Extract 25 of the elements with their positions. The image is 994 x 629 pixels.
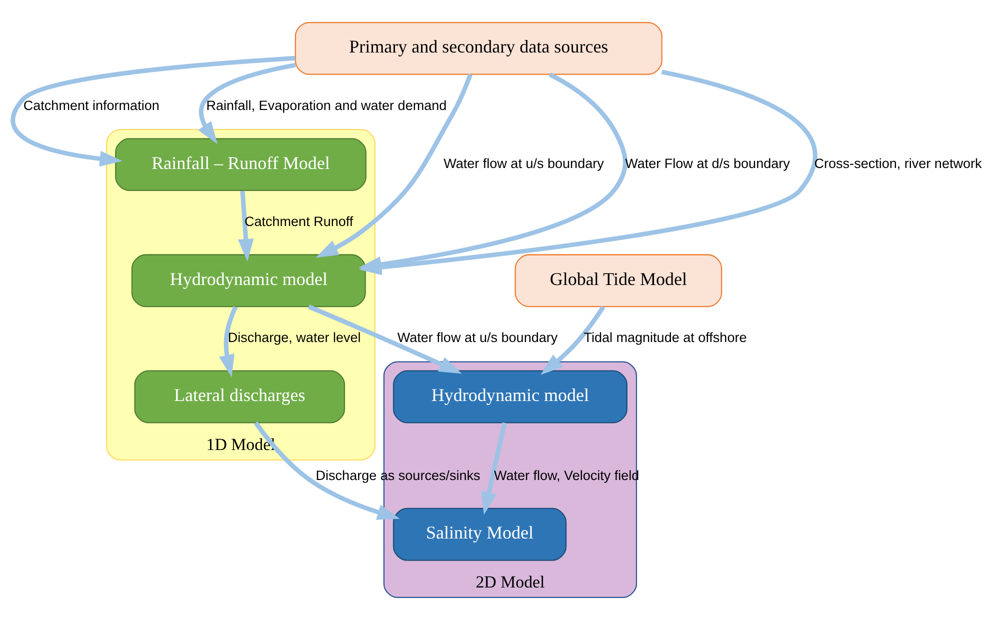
edge-label: Catchment Runoff	[244, 214, 354, 230]
node-box: Rainfall – Runoff Model	[115, 138, 366, 192]
arrow	[10, 56, 296, 167]
edge-label: Rainfall, Evaporation and water demand	[206, 98, 447, 113]
arrow	[540, 306, 606, 375]
edge-label: Discharge, water level	[228, 330, 361, 346]
arrow	[219, 306, 238, 378]
arrow	[254, 421, 400, 520]
node-box: Salinity Model	[392, 508, 567, 561]
edge-label: Water Flow at d/s boundary	[625, 156, 790, 172]
edge-label: Cross-section, river network	[814, 156, 982, 172]
edge-label: Catchment information	[23, 98, 160, 113]
node-box: Hydrodynamic model	[131, 254, 366, 308]
node-box: Lateral discharges	[134, 370, 346, 424]
node-box: Hydrodynamic model	[392, 370, 628, 424]
arrow	[238, 190, 254, 262]
arrow	[316, 74, 473, 258]
arrow	[308, 304, 462, 374]
edge-label: Water flow at u/s boundary	[397, 330, 558, 346]
node-box: Global Tide Model	[514, 254, 722, 308]
arrow	[198, 62, 296, 144]
node-box: Primary and secondary data sources	[294, 22, 662, 75]
edge-label: Tidal magnitude at offshore	[584, 330, 747, 346]
arrow	[481, 422, 507, 515]
edge-label: Water flow at u/s boundary	[444, 156, 604, 172]
